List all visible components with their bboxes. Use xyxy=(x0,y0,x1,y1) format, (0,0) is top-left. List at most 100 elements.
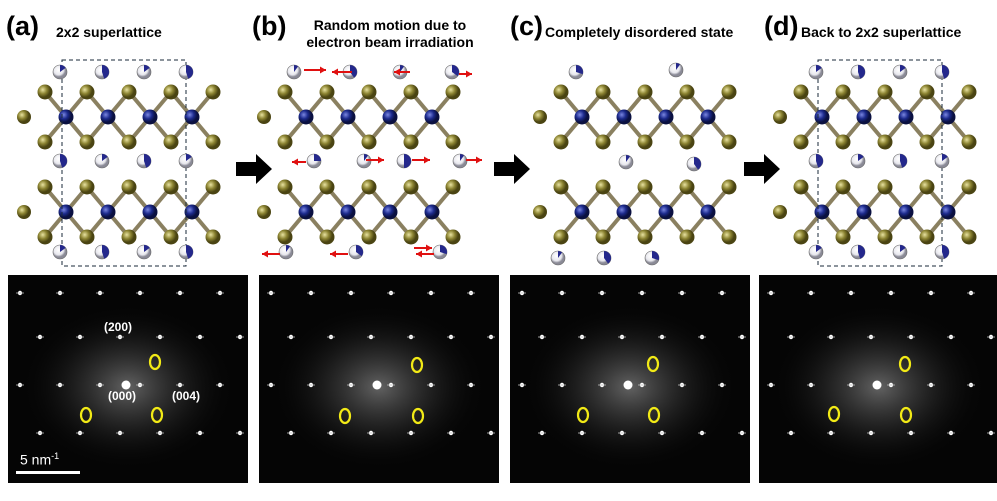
metal-atom xyxy=(616,109,632,125)
metal-atom xyxy=(424,204,440,220)
chalcogen-atom xyxy=(637,229,653,245)
motion-arrow-head xyxy=(332,68,338,76)
metal-atom xyxy=(574,109,590,125)
metal-atom xyxy=(340,109,356,125)
chalcogen-atom xyxy=(205,84,221,100)
chalcogen-atom xyxy=(319,84,335,100)
metal-atom xyxy=(142,109,158,125)
panel-title-b-line2: electron beam irradiation xyxy=(306,34,474,50)
chalcogen-atom xyxy=(835,229,851,245)
structure-panel-b xyxy=(257,64,482,260)
motion-arrow-head xyxy=(262,250,268,258)
panel-title-d: Back to 2x2 superlattice xyxy=(801,24,962,40)
intercalant-occupancy xyxy=(604,251,611,264)
intercalant-occupancy xyxy=(102,65,109,79)
intercalant-occupancy xyxy=(900,65,906,72)
structure-panel-d xyxy=(773,59,977,267)
chalcogen-atom xyxy=(961,229,977,245)
chalcogen-atom xyxy=(553,84,569,100)
chalcogen-atom xyxy=(277,229,293,245)
chalcogen-atom xyxy=(919,134,935,150)
intercalant-occupancy xyxy=(576,65,583,75)
chalcogen-atom xyxy=(721,134,737,150)
step-arrow-icon-1 xyxy=(236,154,272,184)
panel-title-b: Random motion due to electron beam irrad… xyxy=(300,17,480,51)
chalcogen-atom xyxy=(277,134,293,150)
metal-atom xyxy=(298,204,314,220)
intercalant-occupancy xyxy=(60,245,66,252)
spot-label-000: (000) xyxy=(108,389,137,403)
superlattice-spot-ring xyxy=(646,355,660,373)
chalcogen-atom xyxy=(79,229,95,245)
chalcogen-atom xyxy=(637,84,653,100)
chalcogen-atom xyxy=(793,134,809,150)
metal-atom xyxy=(100,204,116,220)
chalcogen-atom xyxy=(257,110,271,124)
metal-atom xyxy=(700,204,716,220)
intercalant-occupancy xyxy=(558,251,563,258)
motion-arrow-head xyxy=(320,66,326,74)
chalcogen-atom xyxy=(121,229,137,245)
intercalant-occupancy xyxy=(356,245,363,257)
chalcogen-atom xyxy=(961,179,977,195)
chalcogen-atom xyxy=(835,84,851,100)
chalcogen-atom xyxy=(637,134,653,150)
chalcogen-atom xyxy=(37,179,53,195)
chalcogen-atom xyxy=(679,84,695,100)
intercalant-occupancy xyxy=(858,65,865,79)
chalcogen-atom xyxy=(793,179,809,195)
scale-bar xyxy=(16,471,80,474)
motion-arrow-head xyxy=(330,250,336,258)
intercalant-occupancy xyxy=(452,65,459,77)
scale-bar-exponent: -1 xyxy=(51,451,60,461)
intercalant-occupancy xyxy=(102,154,108,161)
chalcogen-atom xyxy=(961,134,977,150)
chalcogen-atom xyxy=(361,134,377,150)
chalcogen-atom xyxy=(121,84,137,100)
intercalant-occupancy xyxy=(816,65,822,72)
intercalant-occupancy xyxy=(858,245,865,259)
chalcogen-atom xyxy=(319,134,335,150)
chalcogen-atom xyxy=(595,179,611,195)
intercalant-occupancy xyxy=(942,154,948,161)
metal-atom xyxy=(940,109,956,125)
metal-atom xyxy=(382,109,398,125)
chalcogen-atom xyxy=(679,134,695,150)
panel-label-c: (c) xyxy=(510,11,543,41)
intercalant-occupancy xyxy=(144,65,150,72)
metal-atom xyxy=(814,109,830,125)
intercalant-occupancy xyxy=(626,155,631,162)
metal-atom xyxy=(856,109,872,125)
intercalant-occupancy xyxy=(652,251,659,261)
chalcogen-atom xyxy=(17,110,31,124)
metal-atom xyxy=(184,204,200,220)
chalcogen-atom xyxy=(121,179,137,195)
chalcogen-atom xyxy=(721,179,737,195)
superlattice-spot-ring xyxy=(827,405,841,423)
metal-atom xyxy=(658,109,674,125)
chalcogen-atom xyxy=(17,205,31,219)
chalcogen-atom xyxy=(79,179,95,195)
chalcogen-atom xyxy=(163,134,179,150)
intercalant-occupancy xyxy=(350,65,357,78)
chalcogen-atom xyxy=(37,134,53,150)
intercalant-occupancy xyxy=(102,245,109,259)
superlattice-spot-ring xyxy=(410,356,424,374)
chalcogen-atom xyxy=(319,229,335,245)
fft-panel-a: (200) (000) (004) 5 nm-1 xyxy=(8,275,248,483)
intercalant-occupancy xyxy=(676,63,681,70)
chalcogen-atom xyxy=(877,229,893,245)
chalcogen-atom xyxy=(773,110,787,124)
chalcogen-atom xyxy=(445,84,461,100)
metal-atom xyxy=(814,204,830,220)
metal-atom xyxy=(142,204,158,220)
chalcogen-atom xyxy=(793,84,809,100)
metal-atom xyxy=(898,109,914,125)
chalcogen-atom xyxy=(361,179,377,195)
superlattice-spot-ring xyxy=(899,406,913,424)
superlattice-spot-ring xyxy=(411,407,425,425)
spot-label-200: (200) xyxy=(104,320,133,334)
chalcogen-atom xyxy=(163,179,179,195)
metal-atom xyxy=(382,204,398,220)
chalcogen-atom xyxy=(835,179,851,195)
